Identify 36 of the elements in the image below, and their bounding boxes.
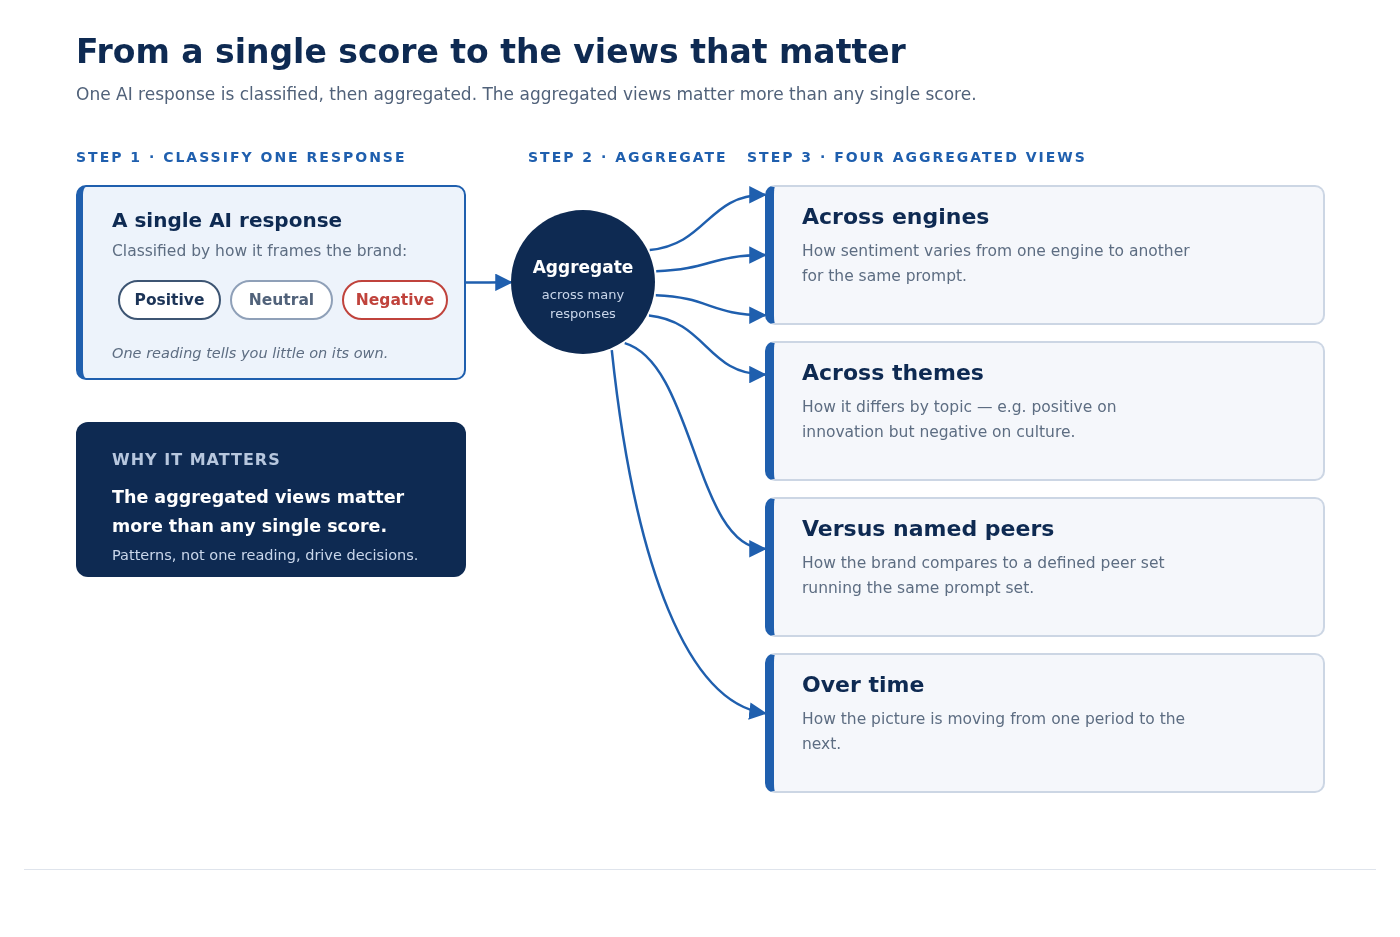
arrow [656,246,767,273]
response-card [76,185,466,380]
title: From a single score to the views that matter [76,32,906,71]
view-text: How the brand compares to a defined peer set running the same prompt set. [802,553,1166,599]
circle-text: across many responses [540,286,626,323]
arrow [610,350,767,718]
panel-text: The aggregated views matter more than any single score. [112,486,406,538]
sentiment-tag: Neutral [230,280,333,320]
arrow [466,273,513,292]
circle-heading: Aggregate [531,257,635,277]
view-card [765,341,1325,481]
step-heading: STEP 1 · CLASSIFY ONE RESPONSE [76,149,407,165]
card-heading: A single AI response [112,208,343,232]
sentiment-tag: Positive [118,280,221,320]
view-heading: Across engines [802,204,990,229]
step-heading: STEP 3 · FOUR AGGREGATED VIEWS [747,149,1087,165]
subtitle: One AI response is classified, then aggregated. The aggregated views matter more than any single score. [76,84,977,104]
view-card [765,653,1325,793]
view-heading: Over time [802,672,925,697]
sentiment-tag: Negative [342,280,448,320]
view-card [765,497,1325,637]
view-text: How sentiment varies from one engine to another for the same prompt. [802,241,1191,287]
view-heading: Versus named peers [802,516,1055,541]
arrow [655,294,767,324]
callout-panel [76,422,466,577]
view-heading: Across themes [802,360,984,385]
arrow [648,314,767,383]
view-text: How the picture is moving from one period to the next. [802,709,1187,755]
view-card [765,185,1325,325]
card-note: One reading tells you little on its own. [112,345,389,361]
panel-note: Patterns, not one reading, drive decisions. [112,547,419,563]
panel-heading: WHY IT MATTERS [112,450,281,469]
view-text: How it differs by topic — e.g. positive on innovation but negative on culture. [802,397,1118,443]
step-heading: STEP 2 · AGGREGATE [528,149,728,165]
arrow [649,187,767,252]
card-text: Classified by how it frames the brand: [112,242,408,260]
